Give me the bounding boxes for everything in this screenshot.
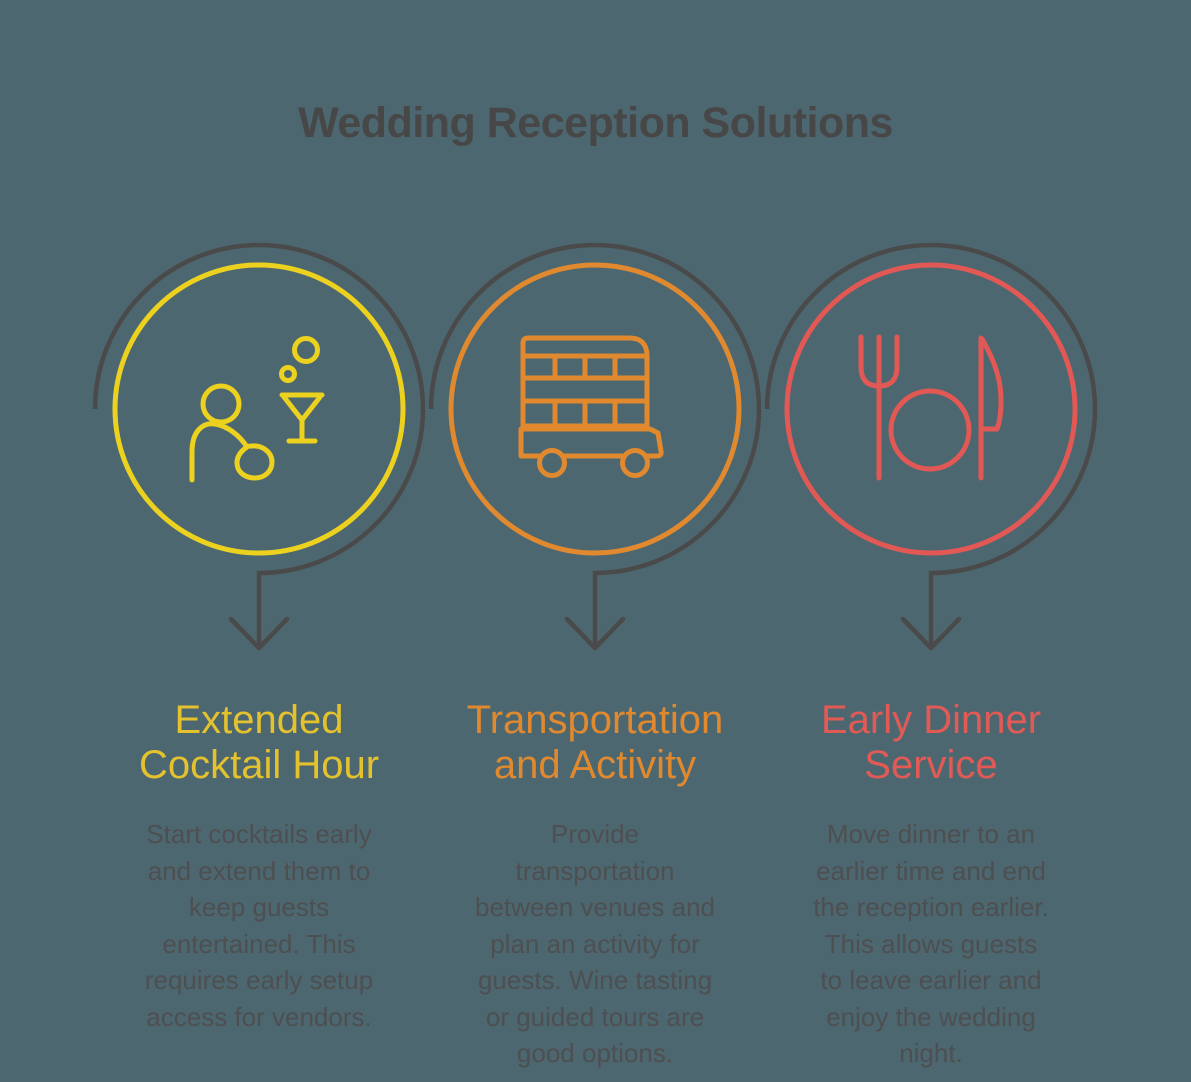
cocktail-person-icon <box>189 336 325 483</box>
item-heading: Extended Cocktail Hour <box>138 698 380 787</box>
item-description: Provide transportation between venues an… <box>475 819 715 1068</box>
arrow-down-icon <box>564 616 626 651</box>
accent-circle <box>784 262 1078 556</box>
double-decker-bus-icon <box>518 335 664 478</box>
loop-arrow-graphic <box>92 242 426 651</box>
loop-arrow-graphic <box>428 242 762 651</box>
loop-arrow-graphic <box>764 242 1098 651</box>
loop-circle-arc <box>92 242 426 648</box>
solution-column-early-dinner-service: Early Dinner Service Move dinner to an e… <box>763 0 1099 1082</box>
page-title: Wedding Reception Solutions <box>298 99 893 147</box>
item-description: Start cocktails early and extend them to… <box>144 819 374 1032</box>
loop-circle-arc <box>428 242 762 648</box>
arrow-down-icon <box>228 616 290 651</box>
item-description: Move dinner to an earlier time and end t… <box>813 819 1049 1068</box>
fork-plate-knife-icon <box>858 334 1004 481</box>
accent-circle <box>112 262 406 556</box>
item-heading: Early Dinner Service <box>820 698 1042 787</box>
item-heading: Transportation and Activity <box>466 698 724 787</box>
loop-circle-arc <box>764 242 1098 648</box>
accent-circle <box>448 262 742 556</box>
arrow-down-icon <box>900 616 962 651</box>
solution-column-extended-cocktail-hour: Extended Cocktail Hour Start cocktails e… <box>91 0 427 1082</box>
solution-column-transportation-and-activity: Transportation and Activity Provide tran… <box>427 0 763 1082</box>
